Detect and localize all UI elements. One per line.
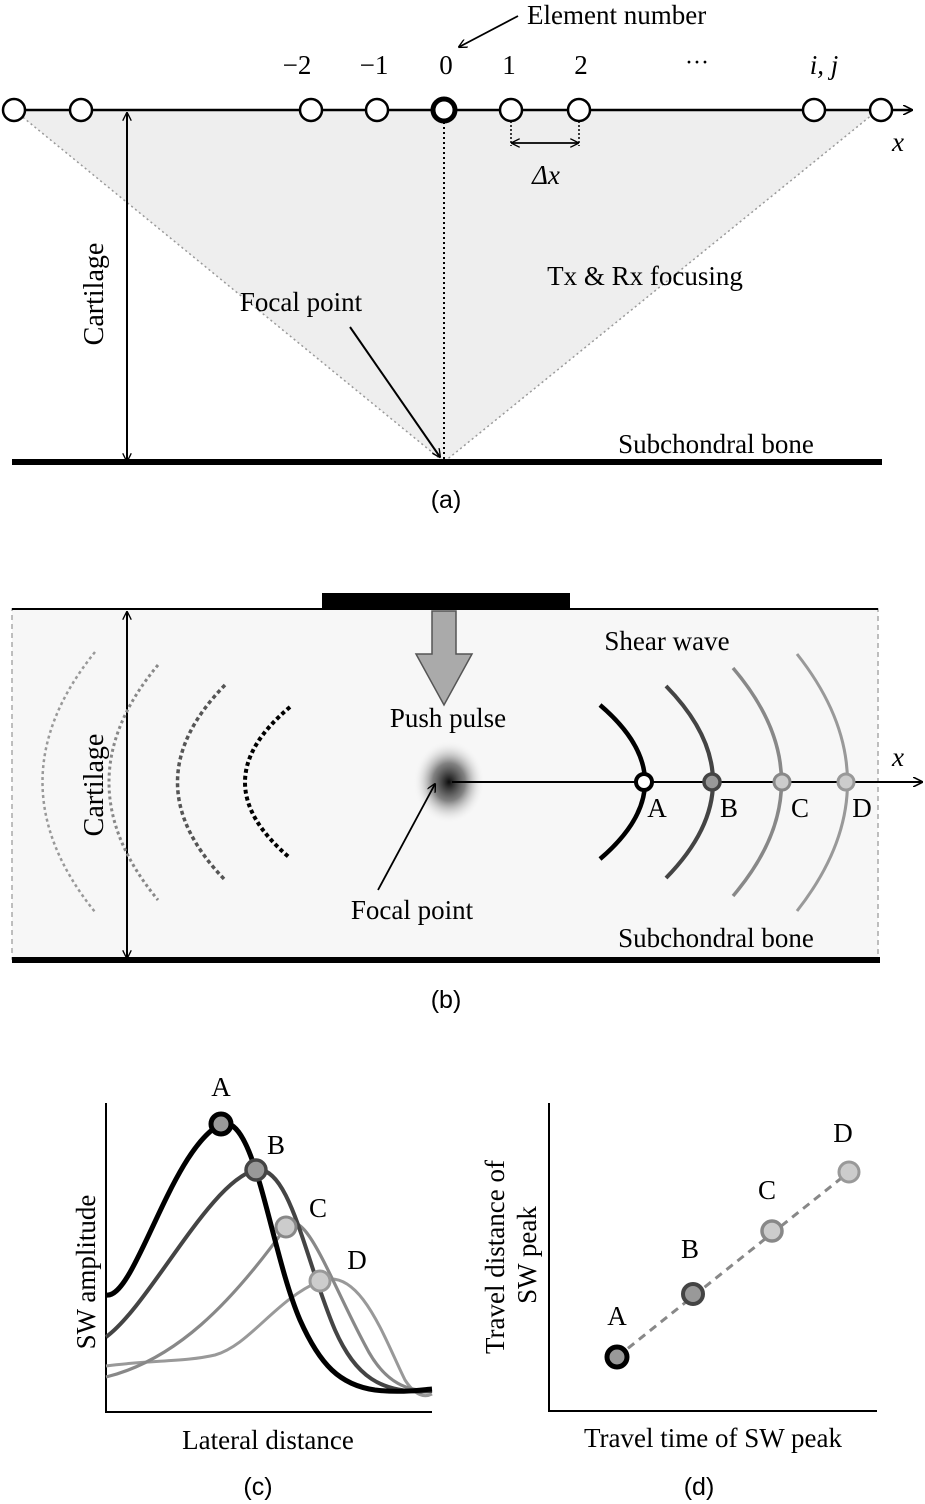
point-label-c: C [791, 793, 809, 823]
peak-label-c: C [309, 1193, 327, 1223]
peak-b [244, 1158, 268, 1182]
element-label: −2 [283, 50, 312, 80]
focal-point-arrow [349, 326, 440, 457]
element-circle [1, 97, 27, 123]
y-axis-label-line1: Travel distance of [480, 1160, 510, 1354]
point-d [837, 1160, 861, 1184]
point-label-c: C [758, 1175, 776, 1205]
element-circle [566, 97, 592, 123]
element-circle [498, 97, 524, 123]
peak-c [274, 1215, 298, 1239]
point-label-a: A [607, 1301, 627, 1331]
curve-b [104, 1167, 433, 1394]
focal-point-label: Focal point [240, 287, 363, 317]
element-circle [298, 97, 324, 123]
y-axis-label: SW amplitude [71, 1195, 101, 1350]
element-circle [801, 97, 827, 123]
cartilage-label: Cartilage [79, 734, 110, 837]
left-wavefront [175, 683, 227, 882]
focal-point-arrow [377, 784, 435, 891]
curve-c [105, 1221, 433, 1392]
point-b [681, 1282, 705, 1306]
point-c [772, 772, 792, 792]
push-pulse-label: Push pulse [390, 703, 506, 733]
element-circle [364, 97, 390, 123]
element-number-arrow [459, 15, 519, 47]
curve-a [105, 1120, 433, 1394]
element-circle [868, 97, 894, 123]
element-label: 0 [439, 50, 453, 80]
point-a [604, 1344, 630, 1370]
point-a [634, 772, 654, 792]
trend-line [616, 1170, 850, 1359]
point-c [760, 1219, 784, 1243]
point-label-d: D [833, 1118, 853, 1148]
caption-a: (a) [431, 486, 462, 514]
y-axis-label-line2: SW peak [512, 1206, 542, 1304]
x-axis-label: Lateral distance [182, 1425, 354, 1455]
panel-d: A B C D Travel distance of SW peak Trave… [480, 1103, 877, 1501]
focusing-region [11, 109, 881, 463]
left-wavefront [107, 664, 160, 901]
x-axis-label: Travel time of SW peak [584, 1423, 842, 1453]
caption-c: (c) [243, 1473, 272, 1501]
peak-d [308, 1269, 332, 1293]
panel-b: Push pulse Shear wave x Cartilage Focal … [11, 593, 922, 1014]
shear-wave-label: Shear wave [604, 626, 729, 656]
point-label-a: A [647, 793, 667, 823]
element-circle [68, 97, 94, 123]
peak-label-d: D [347, 1245, 367, 1275]
focal-point-label: Focal point [351, 895, 474, 925]
curve-d [105, 1277, 433, 1398]
element-label: i, j [810, 50, 839, 80]
peak-label-b: B [267, 1130, 285, 1160]
point-label-b: B [720, 793, 738, 823]
panel-a: Element number −2 −1 0 1 2 ··· i, j x Δx… [1, 0, 912, 514]
element-label: ··· [685, 50, 709, 76]
caption-d: (d) [684, 1473, 715, 1501]
x-axis-label: x [891, 742, 904, 772]
caption-b: (b) [431, 986, 462, 1014]
subchondral-bone-label: Subchondral bone [618, 429, 814, 459]
transducer [322, 593, 570, 609]
center-element-circle [430, 96, 458, 124]
point-label-d: D [852, 793, 872, 823]
cartilage-label: Cartilage [79, 243, 110, 346]
element-label: −1 [360, 50, 389, 80]
subchondral-bone-label: Subchondral bone [618, 923, 814, 953]
element-label: 2 [574, 50, 588, 80]
focal-spot [413, 740, 485, 824]
left-wavefront [243, 705, 292, 860]
point-b [702, 772, 722, 792]
element-number-label: Element number [527, 0, 706, 30]
x-axis-label: x [891, 127, 904, 157]
element-label: 1 [502, 50, 516, 80]
tx-rx-label: Tx & Rx focusing [547, 261, 743, 291]
peak-a [208, 1111, 234, 1137]
delta-x-label: Δx [531, 160, 560, 190]
point-label-b: B [681, 1234, 699, 1264]
push-pulse-arrow [414, 610, 474, 707]
panel-c: A B C D SW amplitude Lateral distance (c… [71, 1072, 433, 1501]
point-d [836, 772, 856, 792]
peak-label-a: A [211, 1072, 231, 1102]
